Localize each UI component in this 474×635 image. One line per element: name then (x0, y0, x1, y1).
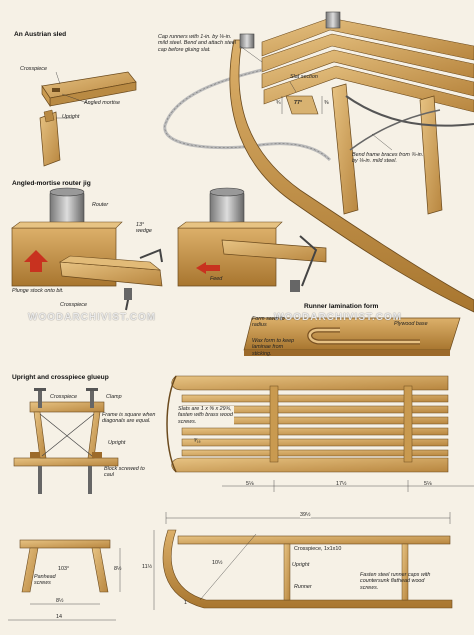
glueup-title: Upright and crosspiece glueup (12, 374, 109, 381)
dim-left: 5⅛ (246, 481, 254, 487)
upright-glueup-label: Upright (108, 440, 126, 446)
form-sawn-label: Form sawn to radius (252, 316, 285, 329)
slat-section-label: Slat section (290, 74, 318, 80)
lamination-title: Runner lamination form (304, 303, 379, 310)
wedge-label: 13° wedge (136, 222, 152, 235)
clamp-label: Clamp (106, 394, 122, 400)
runner-label: Runner (294, 584, 312, 590)
slat-angle-label: 77° (294, 100, 303, 106)
slat-dim-right: ⅜ (324, 100, 329, 106)
crosspiece-glueup-label: Crosspiece (50, 394, 77, 400)
crosspiece-label: Crosspiece (20, 66, 47, 72)
radius-label: 10½ (212, 560, 223, 566)
slats-note: Slats are 1 x ⅝ x 29¾, fasten with brass… (178, 406, 234, 426)
feed-label: Feed (210, 276, 223, 282)
dim-mid: 17½ (336, 481, 347, 487)
crosspiece-mortise-illustration (39, 71, 137, 167)
fasten-note: Fasten steel runner caps with countersun… (360, 572, 431, 591)
scale-label: 1 (184, 600, 187, 606)
crosspiece-dim-label: Crosspiece, 1x1x10 (294, 546, 342, 552)
slat-dim-left: ¾ (276, 100, 281, 106)
sled-side-view (153, 512, 453, 610)
overall-length: 39½ (300, 512, 311, 519)
height-label: 11½ (142, 564, 153, 570)
crosspiece-jig-label: Crosspiece (60, 302, 87, 308)
page-title: An Austrian sled (14, 31, 67, 38)
upright-label: Upright (62, 114, 80, 120)
jig-title: Angled-mortise router jig (12, 180, 91, 187)
router-jig-illustration (11, 187, 327, 311)
watermark-left: WOODARCHIVIST.COM (28, 312, 157, 323)
sled-perspective-illustration (163, 11, 474, 313)
plunge-label: Plunge stock onto bit. (12, 288, 64, 294)
inner-width-label: 8½ (56, 598, 64, 604)
glueup-frame-illustration (13, 388, 119, 494)
angle-label: 103° (58, 566, 70, 572)
angled-mortise-label: Angled mortise (84, 100, 120, 106)
lamination-form-illustration (243, 317, 461, 356)
frame-square-note: Frame is square when diagonals are equal… (102, 412, 156, 425)
slat-gap-label: ³⁄₁₆ (194, 438, 201, 444)
block-label: Block screwed to caul (104, 466, 145, 479)
upright-side-label: Upright (292, 562, 310, 568)
router-label: Router (92, 202, 109, 208)
plywood-label: Plywood base (394, 321, 428, 327)
panhead-label: Panhead screws (34, 574, 56, 587)
cap-runners-note: Cap runners with 1-in. by ⅛-in. mild ste… (158, 34, 236, 53)
dim-right: 5⅛ (424, 481, 432, 487)
upright-height-label: 8½ (114, 566, 122, 572)
watermark-right: WOODARCHIVIST.COM (274, 312, 403, 323)
outer-width-label: 14 (56, 614, 62, 620)
wax-form-label: Wax form to keep laminae from sticking. (252, 338, 295, 357)
sled-end-view (8, 539, 121, 621)
sled-top-view (166, 375, 474, 492)
bend-braces-note: Bend frame braces from ¾-in. by ⅛-in. mi… (352, 152, 424, 165)
